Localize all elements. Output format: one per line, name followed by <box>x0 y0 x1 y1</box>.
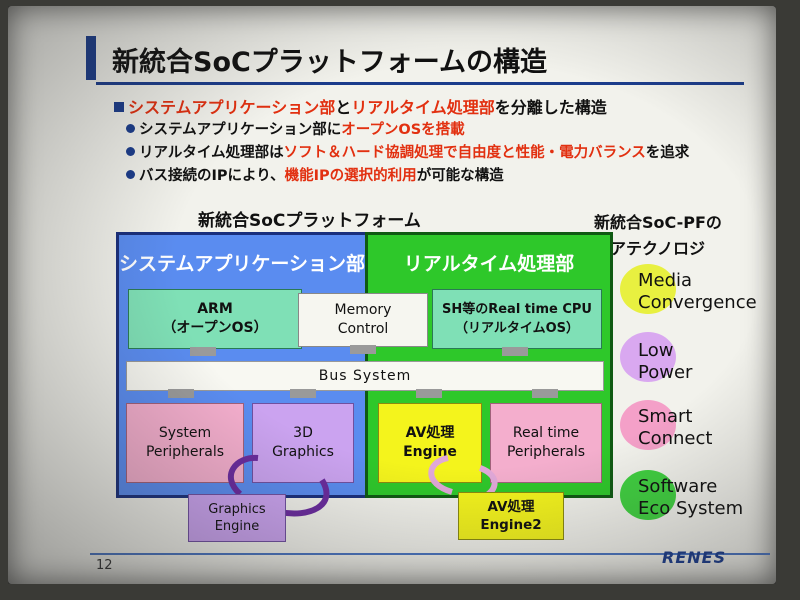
bullet-sub-2: リアルタイム処理部はソフト＆ハード協調処理で自由度と性能・電力バランスを追求 <box>114 141 754 164</box>
tech-label-line: Convergence <box>638 292 757 313</box>
tech-label-line: Media <box>638 270 693 291</box>
core-tech-title: 新統合SoC-PFの コアテクノロジ <box>594 210 722 262</box>
round-bullet-icon <box>126 147 135 156</box>
block-label: （オープンOS） <box>162 320 268 336</box>
bullet-list: システムアプリケーション部とリアルタイム処理部を分離した構造 システムアプリケー… <box>114 94 754 187</box>
bullet-text: を分離した構造 <box>494 98 607 117</box>
curved-arrow-icon <box>428 455 453 495</box>
bullet-sub-1: システムアプリケーション部にオープンOSを搭載 <box>114 118 754 141</box>
bullet-text: リアルタイム処理部は <box>139 145 284 161</box>
connector <box>168 389 194 398</box>
bullet-text: を追求 <box>645 145 690 161</box>
graphics-engine-block: Graphics Engine <box>188 494 286 542</box>
block-label: （リアルタイムOS） <box>454 321 580 336</box>
realtime-peripherals-block: Real time Peripherals <box>490 403 602 483</box>
tech-label-line: Eco System <box>638 498 744 519</box>
block-label: AV処理 <box>487 499 535 515</box>
core-tech-title-line2: コアテクノロジ <box>594 239 706 258</box>
bullet-text: と <box>335 98 352 117</box>
tech-label-connect: Smart Connect <box>638 406 712 450</box>
tech-bubble <box>620 470 676 520</box>
connector <box>190 347 216 356</box>
bullet-text: システムアプリケーション部に <box>139 122 342 138</box>
connector <box>350 345 376 354</box>
company-logo: RENES <box>662 548 727 567</box>
bullet-sub-3: バス接続のIPにより、機能IPの選択的利用が可能な構造 <box>114 164 754 187</box>
diagram-title: 新統合SoCプラットフォーム <box>198 211 421 231</box>
highlight-text: システムアプリケーション部 <box>128 98 336 117</box>
tech-label-line: Connect <box>638 428 713 449</box>
block-label: Memory <box>334 302 392 318</box>
core-tech-title-line1: 新統合SoC-PFの <box>594 213 722 232</box>
highlight-text: 機能IPの選択的利用 <box>284 168 417 184</box>
block-label: Graphics <box>208 502 266 517</box>
block-label: Graphics <box>272 444 334 460</box>
tech-label-line: Power <box>638 362 693 383</box>
bullet-main: システムアプリケーション部とリアルタイム処理部を分離した構造 <box>114 94 754 118</box>
bullet-text: が可能な構造 <box>416 168 504 184</box>
highlight-text: リアルタイム処理部 <box>351 98 495 117</box>
block-label: ARM <box>197 301 233 317</box>
title-bar: 新統合SoCプラットフォームの構造 <box>86 34 744 85</box>
connector <box>532 389 558 398</box>
system-application-label: システムアプリケーション部 <box>119 253 366 275</box>
presentation-slide: 新統合SoCプラットフォームの構造 システムアプリケーション部とリアルタイム処理… <box>8 6 776 584</box>
tech-label-line: Smart <box>638 406 693 427</box>
block-label: Control <box>337 321 389 337</box>
round-bullet-icon <box>126 170 135 179</box>
bullet-text: バス接続のIPにより、 <box>139 168 285 184</box>
block-label: SH等のReal time CPU <box>441 302 592 317</box>
tech-label-line: Low <box>638 340 674 361</box>
block-label: AV処理 <box>405 425 455 441</box>
arrows-layer <box>227 454 498 517</box>
tech-label-eco: Software Eco System <box>638 476 743 520</box>
tech-bubble <box>620 264 676 314</box>
square-bullet-icon <box>114 102 124 112</box>
curved-arrow-icon <box>227 454 259 497</box>
page-number: 12 <box>96 558 113 573</box>
round-bullet-icon <box>126 124 135 133</box>
memory-control-block: Memory Control <box>298 293 428 347</box>
slide-title: 新統合SoCプラットフォームの構造 <box>112 47 547 78</box>
connector <box>502 347 528 356</box>
title-accent-bar <box>86 36 96 80</box>
bus-system-block: Bus System <box>126 361 604 391</box>
av-engine2-block: AV処理 Engine2 <box>458 492 564 540</box>
block-label: Peripherals <box>145 444 225 460</box>
tech-label-line: Software <box>638 476 718 497</box>
block-label: 3D <box>293 425 313 441</box>
block-label: System <box>158 425 212 441</box>
realtime-label: リアルタイム処理部 <box>403 253 575 275</box>
connector <box>290 389 316 398</box>
tech-bubble <box>620 400 676 450</box>
block-label: Engine <box>214 519 260 534</box>
system-peripherals-block: System Peripherals <box>126 403 244 483</box>
tech-label-power: Low Power <box>638 340 692 384</box>
footer-line <box>90 553 770 555</box>
block-label: Real time <box>512 425 580 441</box>
highlight-text: オープンOSを搭載 <box>341 122 465 138</box>
tech-label-media: Media Convergence <box>638 270 757 314</box>
block-label: Engine2 <box>480 517 542 533</box>
block-label: Engine <box>403 444 457 460</box>
tech-bubble <box>620 332 676 382</box>
connector <box>416 389 442 398</box>
arm-block: ARM （オープンOS） <box>128 289 302 349</box>
curved-arrow-icon <box>279 478 330 517</box>
3d-graphics-block: 3D Graphics <box>252 403 354 483</box>
highlight-text: ソフト＆ハード協調処理で自由度と性能・電力バランス <box>283 145 646 161</box>
block-label: Peripherals <box>506 444 586 460</box>
realtime-cpu-block: SH等のReal time CPU （リアルタイムOS） <box>432 289 602 349</box>
